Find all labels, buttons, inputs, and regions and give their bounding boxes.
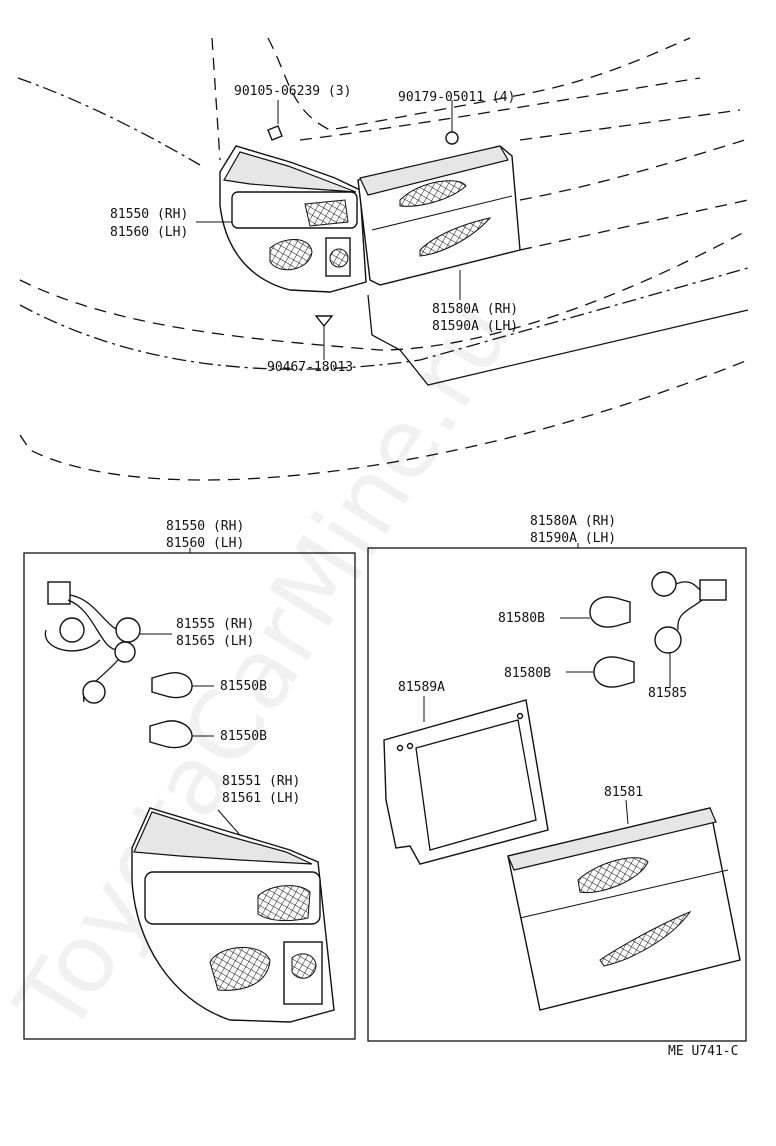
lamp-lens-left [131, 807, 335, 1023]
bulb-left-1 [151, 672, 214, 699]
label-lamp-rh: 81550 (RH) [110, 207, 188, 222]
leader-line [217, 809, 241, 836]
rear-lamp-assembly-top [219, 145, 367, 293]
right-gasket: 81589A [398, 680, 445, 695]
vehicle-body-outline [17, 37, 749, 481]
label-nut: 90179-05011 (4) [398, 90, 515, 105]
left-bulb-2: 81550B [220, 729, 267, 744]
right-bulb-1: 81580B [498, 611, 545, 626]
bulb-left-2 [149, 720, 214, 749]
left-bulb-1: 81550B [220, 679, 267, 694]
lamp-lens-right [507, 807, 741, 1011]
left-header-lh: 81560 (LH) [166, 536, 244, 551]
label-inner-lh: 81590A (LH) [432, 319, 518, 334]
right-header-lh: 81590A (LH) [530, 531, 616, 546]
label-inner-rh: 81580A (RH) [432, 302, 518, 317]
bulb-right-1 [560, 596, 631, 628]
leader-line [625, 799, 629, 825]
left-lens-rh: 81551 (RH) [222, 774, 300, 789]
screw-part [314, 315, 334, 360]
left-lens-lh: 81561 (LH) [222, 791, 300, 806]
socket-wire-assembly-left [44, 581, 141, 704]
label-clip: 90105-06239 (3) [234, 84, 351, 99]
right-header-rh: 81580A (RH) [530, 514, 616, 529]
right-lens: 81581 [604, 785, 643, 800]
right-bulb-2: 81580B [504, 666, 551, 681]
nut-part [445, 100, 459, 145]
right-socket: 81585 [648, 686, 687, 701]
inner-lamp-assembly-top [357, 145, 521, 286]
diagram-reference: ME U741-C [668, 1044, 738, 1059]
left-socket-rh: 81555 (RH) [176, 617, 254, 632]
label-screw: 90467-18013 [267, 360, 353, 375]
bulb-right-2 [566, 656, 635, 688]
left-detail-box: 81550 (RH) 81560 (LH) 81555 (RH) 81565 (… [23, 519, 356, 1040]
gasket-part [383, 699, 549, 865]
right-detail-box: 81580A (RH) 81590A (LH) 81580B 81580B 81… [367, 514, 747, 1042]
label-lamp-lh: 81560 (LH) [110, 225, 188, 240]
clip-part [267, 100, 283, 141]
left-socket-lh: 81565 (LH) [176, 634, 254, 649]
socket-wire-assembly-right [651, 571, 727, 688]
left-header-rh: 81550 (RH) [166, 519, 244, 534]
